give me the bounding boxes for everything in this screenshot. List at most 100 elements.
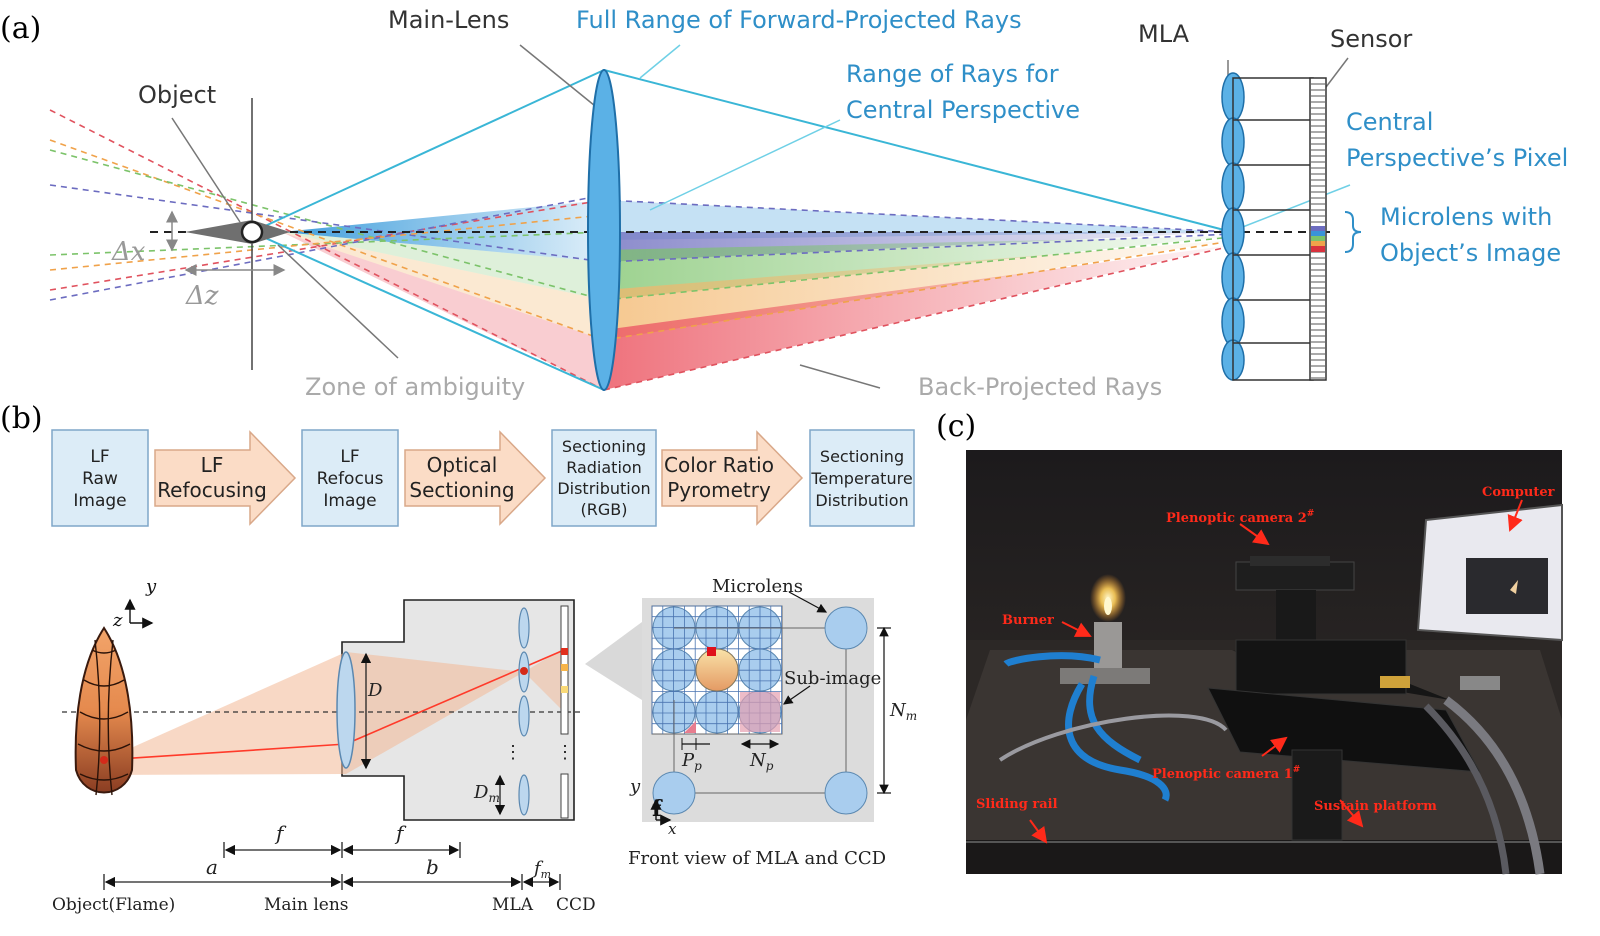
flame-object: y z xyxy=(74,576,157,796)
flow-box-text: Radiation xyxy=(566,458,642,477)
optical-table xyxy=(966,650,1562,874)
flame-shape xyxy=(74,626,134,794)
label-sub-image: Sub-image xyxy=(784,668,881,689)
central-perspective-fan xyxy=(282,200,604,262)
label-back-projected-rays: Back-Projected Rays xyxy=(918,373,1162,401)
panel-label-b: (b) xyxy=(0,401,43,436)
experimental-setup-photo: Computer Plenoptic camera 2# Burner Plen… xyxy=(966,450,1563,875)
label-burner: Burner xyxy=(1002,613,1054,628)
panel-a: (a) xyxy=(0,6,1568,401)
dimension-lines xyxy=(103,842,561,890)
label-delta-z: Δz xyxy=(185,281,219,311)
panel-label-a: (a) xyxy=(0,11,41,46)
label-object: Object xyxy=(138,81,216,109)
flow-box-lf-raw xyxy=(51,429,149,527)
flow-box-text: Distribution xyxy=(815,491,908,510)
axis-label-y: y xyxy=(145,576,157,597)
label-plenoptic-camera-2: Plenoptic camera 2# xyxy=(1166,509,1314,526)
panel-c: (c) xyxy=(936,409,1563,875)
label-zone-of-ambiguity: Zone of ambiguity xyxy=(305,373,525,401)
label-range-central-2: Central Perspective xyxy=(846,96,1080,124)
flow-box-text: LF xyxy=(340,447,359,467)
panel-b: (b) LF Raw Image LF Refocus Image Sectio… xyxy=(0,401,917,915)
zoom-callout xyxy=(585,622,642,700)
label-range-central-1: Range of Rays for xyxy=(846,60,1059,88)
flow-arrow-text: Optical xyxy=(427,453,498,477)
label-sliding-rail: Sliding rail xyxy=(976,797,1058,812)
dashed-rays xyxy=(49,109,1233,391)
front-view-axis-f: f xyxy=(652,796,663,822)
label-central-pixel-2: Perspective’s Pixel xyxy=(1346,144,1568,172)
flow-box-text: Sectioning xyxy=(562,437,646,456)
front-view-axis-x: x xyxy=(668,820,677,838)
flow-box-text: Image xyxy=(323,491,376,511)
ray-cone-right xyxy=(346,652,524,774)
camera-body xyxy=(341,599,575,821)
mla-continuation-dots: ⋮ xyxy=(504,742,522,763)
label-f-left: f xyxy=(274,821,287,845)
camera-schematic: ⋮ ⋮ xyxy=(62,599,642,821)
ccd-continuation-dots: ⋮ xyxy=(556,742,574,763)
label-object-flame: Object(Flame) xyxy=(52,895,175,915)
label-sensor: Sensor xyxy=(1330,25,1412,53)
flow-arrow-text: Pyrometry xyxy=(667,478,771,502)
label-microlens: Microlens xyxy=(712,576,803,597)
plenoptic-camera-2 xyxy=(1235,556,1355,650)
label-mla-b: MLA xyxy=(492,895,534,915)
label-Np: Np xyxy=(749,750,774,773)
processing-flowchart: LF Raw Image LF Refocus Image Sectioning… xyxy=(51,429,915,527)
axis-label-z: z xyxy=(112,610,123,631)
label-fm: fm xyxy=(532,858,551,881)
label-full-range: Full Range of Forward-Projected Rays xyxy=(576,6,1022,34)
front-view-axis-y: y xyxy=(629,776,641,797)
label-Dm: Dm xyxy=(473,782,500,805)
microlens-pointer xyxy=(788,591,828,613)
label-a: a xyxy=(206,855,218,879)
label-b: b xyxy=(426,855,439,879)
flow-arrow-text: Refocusing xyxy=(157,478,267,502)
label-Nm: Nm xyxy=(889,700,917,723)
flow-arrow-text: Sectioning xyxy=(409,478,514,502)
panel-label-c: (c) xyxy=(936,409,976,444)
flow-box-text: Temperature xyxy=(810,469,912,488)
microlens-bracket xyxy=(1344,211,1362,253)
label-front-view: Front view of MLA and CCD xyxy=(628,848,886,869)
flow-box-text: LF xyxy=(90,447,109,467)
label-plenoptic-camera-1: Plenoptic camera 1# xyxy=(1152,765,1300,782)
flow-box-text: Distribution xyxy=(557,479,650,498)
label-microlens-image-1: Microlens with xyxy=(1380,203,1552,231)
label-microlens-image-2: Object’s Image xyxy=(1380,239,1561,267)
ray-cone-left xyxy=(104,652,346,775)
label-D: D xyxy=(367,680,383,701)
chief-ray xyxy=(103,743,347,761)
label-mla: MLA xyxy=(1138,20,1190,48)
sub-image-pixel xyxy=(707,647,716,656)
mla-front-view xyxy=(642,591,891,826)
label-main-lens-b: Main lens xyxy=(264,895,349,915)
sub-image-circle xyxy=(695,648,739,692)
flow-box-lf-refocus xyxy=(301,429,399,527)
flow-box-text: Refocus xyxy=(317,469,384,489)
sliding-rail xyxy=(966,840,1562,874)
central-perspective-fan-right xyxy=(604,200,1232,240)
flow-box-text: (RGB) xyxy=(581,500,628,519)
flow-arrow-lf-refocusing xyxy=(154,430,297,526)
label-sustain-platform: Sustain platform xyxy=(1314,799,1437,814)
flow-box-temperature xyxy=(809,429,915,527)
gas-hoses xyxy=(1003,652,1170,802)
label-f-right: f xyxy=(394,821,407,845)
label-computer: Computer xyxy=(1482,485,1555,500)
microlens-array xyxy=(1221,72,1314,381)
main-lens xyxy=(587,69,621,391)
ambiguity-zone xyxy=(185,220,290,244)
forward-projected-rays xyxy=(251,69,1233,391)
label-delta-x: Δx xyxy=(111,237,146,267)
flow-box-text: Raw xyxy=(82,469,118,489)
flow-arrow-text: Color Ratio xyxy=(664,453,774,477)
flow-arrow-optical-sectioning xyxy=(404,430,547,526)
flow-box-text: Sectioning xyxy=(820,447,904,466)
label-central-pixel-1: Central xyxy=(1346,108,1433,136)
flow-box-text: Image xyxy=(73,491,126,511)
sub-image-pointer xyxy=(783,685,811,705)
